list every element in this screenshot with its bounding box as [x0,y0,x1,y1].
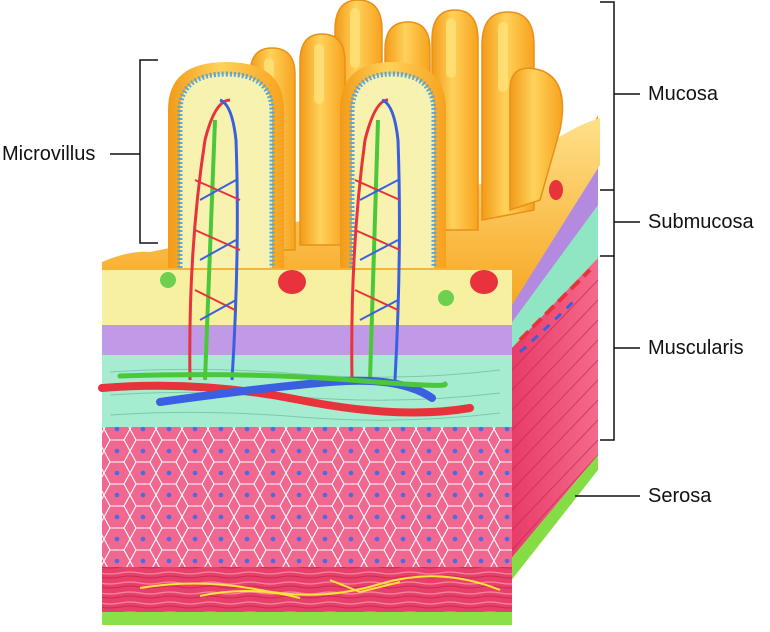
label-serosa: Serosa [648,485,712,507]
villus-right-epithelium [349,71,437,268]
label-muscularis: Muscularis [648,337,744,359]
label-microvillus: Microvillus [2,143,96,165]
side-face-serosa [510,455,598,582]
lymph-nodule-left [160,272,176,288]
submucosal-artery [98,381,474,417]
nerve-plexus [139,575,501,599]
crypt-back [549,180,563,200]
side-face-submucosa [510,200,598,350]
label-submucosa: Submucosa [648,211,754,233]
villus-left-epithelium [177,71,275,268]
crypt-right [470,270,498,294]
serosa-layer [102,612,512,625]
crypt-left [278,270,306,294]
side-face-muscularis [510,255,598,560]
circular-muscle-layer [102,427,512,567]
bracket-lines [110,1,640,497]
side-face-vessel-2 [518,298,577,354]
capillary-network-right [350,98,401,381]
lymph-nodule-right [438,290,454,306]
side-face-fibers [511,279,599,551]
muscularis-mucosae-layer [102,325,512,355]
side-face-vessel [518,268,592,342]
submucosal-lymphatic [117,372,448,388]
submucosa-layer [102,355,512,427]
longitudinal-muscle-layer [102,567,512,612]
label-mucosa: Mucosa [648,83,719,105]
capillary-network-left [188,98,241,381]
